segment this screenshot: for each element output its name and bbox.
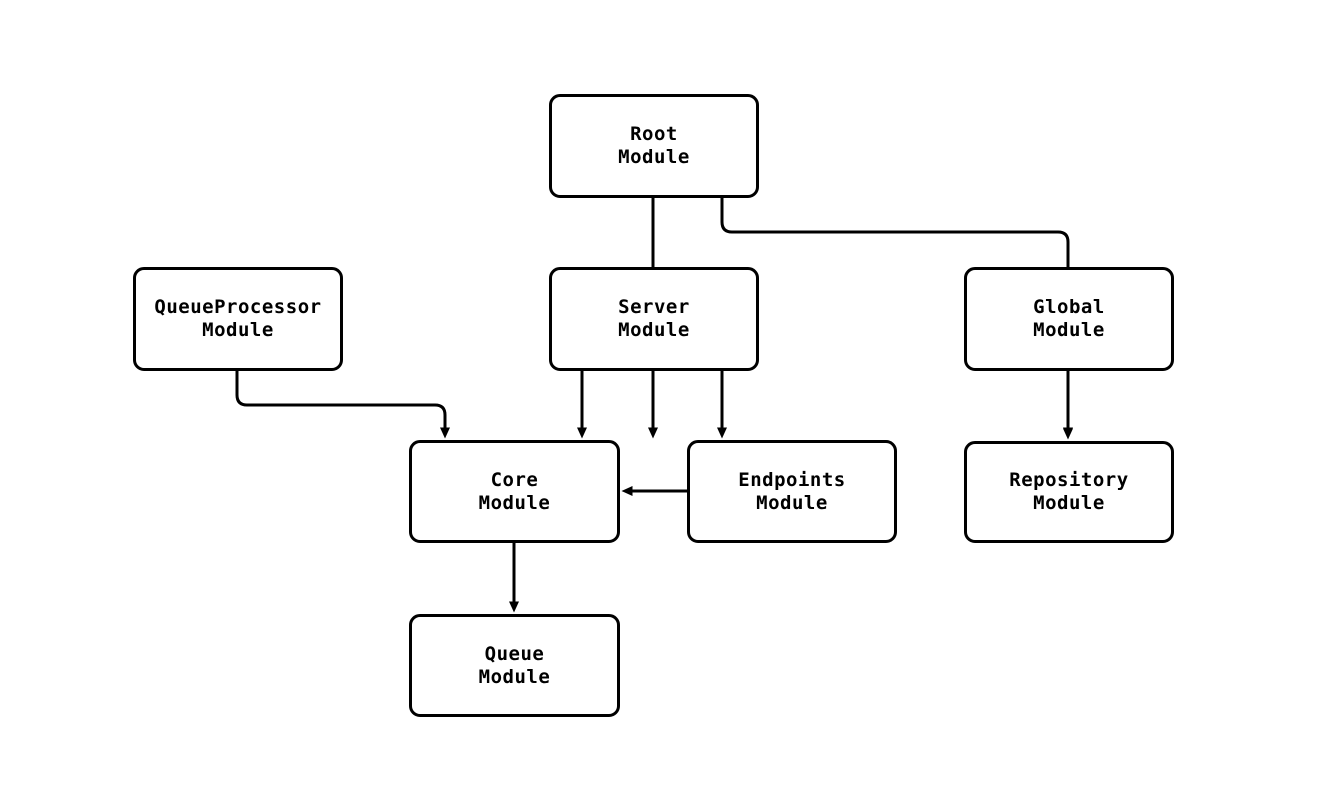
node-queue-module-label-line1: Queue [484, 642, 545, 665]
node-server-module-label-line1: Server [618, 296, 690, 318]
node-core-module-label-line2: Module [478, 491, 551, 514]
node-repository-module-label-line2: Module [1033, 492, 1105, 514]
node-repository-module[interactable]: Repository Module [964, 441, 1174, 543]
node-queueprocessor-module[interactable]: QueueProcessor Module [133, 267, 343, 371]
node-core-module[interactable]: Core Module [409, 440, 620, 543]
node-endpoints-module[interactable]: Endpoints Module [687, 440, 897, 543]
node-core-module-label-line1: Core [490, 468, 539, 491]
node-queue-module-label-line2: Module [478, 665, 551, 688]
node-repository-module-label-line1: Repository [1009, 469, 1129, 491]
node-endpoints-module-label-line1: Endpoints [738, 468, 846, 491]
node-queueprocessor-module-label-line2: Module [202, 319, 274, 341]
node-queueprocessor-module-label-line1: QueueProcessor [154, 296, 322, 318]
node-global-module[interactable]: Global Module [964, 267, 1174, 371]
node-server-module[interactable]: Server Module [549, 267, 759, 371]
node-global-module-label-line2: Module [1033, 319, 1105, 341]
node-server-module-label-line2: Module [618, 319, 690, 341]
edge-root-to-global [720, 198, 1073, 439]
node-global-module-label-line1: Global [1033, 296, 1105, 318]
edge-queueprocessor-to-core [235, 371, 450, 439]
node-endpoints-module-label-line2: Module [756, 491, 828, 514]
node-root-module-label-line2: Module [618, 146, 690, 168]
node-root-module-label-line1: Root [630, 123, 678, 145]
node-queue-module[interactable]: Queue Module [409, 614, 620, 717]
node-root-module[interactable]: Root Module [549, 94, 759, 198]
